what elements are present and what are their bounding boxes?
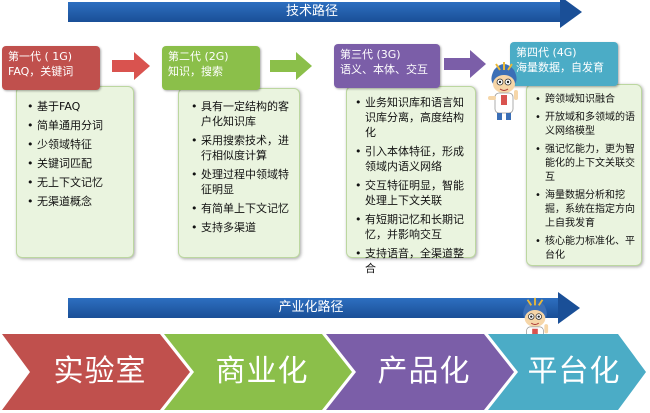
robot-mascot-icon bbox=[488, 62, 518, 120]
gen4-card: 跨领域知识融合 开放域和多领域的语义网络模型 强记忆能力，更为智能化的上下文关联… bbox=[526, 84, 642, 266]
gen3-item: 有短期记忆和长期记忆，并影响交互 bbox=[355, 212, 471, 242]
stage-chevron-lab bbox=[2, 334, 190, 410]
gen2-item: 处理过程中领域特征明显 bbox=[191, 167, 293, 197]
gen4-item: 强记忆能力，更为智能化的上下文关联交互 bbox=[535, 143, 637, 185]
gen4-title-line2: 海量数据，自发育 bbox=[516, 61, 604, 74]
gen4-item: 海量数据分析和挖掘，系统在指定方向上自我发育 bbox=[535, 189, 637, 231]
gen1-item: 无渠道概念 bbox=[27, 194, 127, 209]
stage-commercial-label: 商业化 bbox=[215, 354, 309, 389]
gen4-item: 开放域和多领域的语义网络模型 bbox=[535, 111, 637, 139]
gen2-item: 支持多渠道 bbox=[191, 220, 293, 235]
gen3-item: 交互特征明显，智能处理上下文关联 bbox=[355, 178, 471, 208]
step-arrow-1 bbox=[112, 52, 150, 80]
gen2-title-line2: 知识，搜索 bbox=[168, 65, 223, 78]
gen2-title-line1: 第二代 (2G) bbox=[168, 50, 229, 63]
gen1-title-line1: 第一代 ( 1G) bbox=[8, 50, 73, 63]
gen4-item: 跨领域知识融合 bbox=[535, 93, 637, 107]
gen3-item: 支持语音，全渠道整合 bbox=[355, 246, 471, 276]
gen4-title: 第四代 (4G) 海量数据，自发育 bbox=[510, 42, 618, 86]
industry-path-label: 产业化路径 bbox=[278, 300, 344, 315]
stage-lab-label: 实验室 bbox=[53, 354, 147, 389]
stage-chevrons bbox=[2, 334, 646, 410]
gen1-item: 关键词匹配 bbox=[27, 156, 127, 171]
gen1-item: 基于FAQ bbox=[27, 99, 127, 114]
gen1-item: 简单通用分词 bbox=[27, 118, 127, 133]
gen3-title-line2: 语义、本体、交互 bbox=[340, 63, 428, 76]
stage-chevron-commercial bbox=[164, 334, 352, 410]
tech-path-banner: 技术路径 bbox=[68, 0, 582, 28]
gen1-title: 第一代 ( 1G) FAQ，关键词 bbox=[2, 46, 100, 90]
gen3-title: 第三代 (3G) 语义、本体、交互 bbox=[334, 44, 440, 88]
gen4-item: 核心能力标准化、平台化 bbox=[535, 235, 637, 263]
stage-chevron-platform bbox=[488, 334, 646, 410]
stage-platform-label: 平台化 bbox=[527, 354, 621, 389]
tech-path-label: 技术路径 bbox=[285, 4, 338, 19]
gen2-card: 具有一定结构的客户化知识库 采用搜索技术，进行相似度计算 处理过程中领域特征明显… bbox=[178, 88, 300, 258]
gen3-item: 引入本体特征，形成领域内语义网络 bbox=[355, 144, 471, 174]
gen3-title-line1: 第三代 (3G) bbox=[340, 48, 401, 61]
gen3-item: 业务知识库和语言知识库分离，高度结构化 bbox=[355, 95, 471, 140]
stage-product-label: 产品化 bbox=[377, 354, 471, 389]
industry-path-banner: 产业化路径 bbox=[68, 292, 580, 324]
stage-chevron-product bbox=[326, 334, 514, 410]
step-arrow-3 bbox=[444, 50, 486, 78]
gen1-card: 基于FAQ 简单通用分词 少领域特征 关键词匹配 无上下文记忆 无渠道概念 bbox=[16, 86, 134, 258]
step-arrow-2 bbox=[270, 52, 312, 80]
gen2-title: 第二代 (2G) 知识，搜索 bbox=[162, 46, 260, 90]
gen1-item: 无上下文记忆 bbox=[27, 175, 127, 190]
gen2-item: 有简单上下文记忆 bbox=[191, 201, 293, 216]
gen4-title-line1: 第四代 (4G) bbox=[516, 46, 577, 59]
gen1-item: 少领域特征 bbox=[27, 137, 127, 152]
gen3-card: 业务知识库和语言知识库分离，高度结构化 引入本体特征，形成领域内语义网络 交互特… bbox=[346, 86, 476, 275]
gen2-item: 具有一定结构的客户化知识库 bbox=[191, 99, 293, 129]
gen1-title-line2: FAQ，关键词 bbox=[8, 65, 74, 78]
gen2-item: 采用搜索技术，进行相似度计算 bbox=[191, 133, 293, 163]
